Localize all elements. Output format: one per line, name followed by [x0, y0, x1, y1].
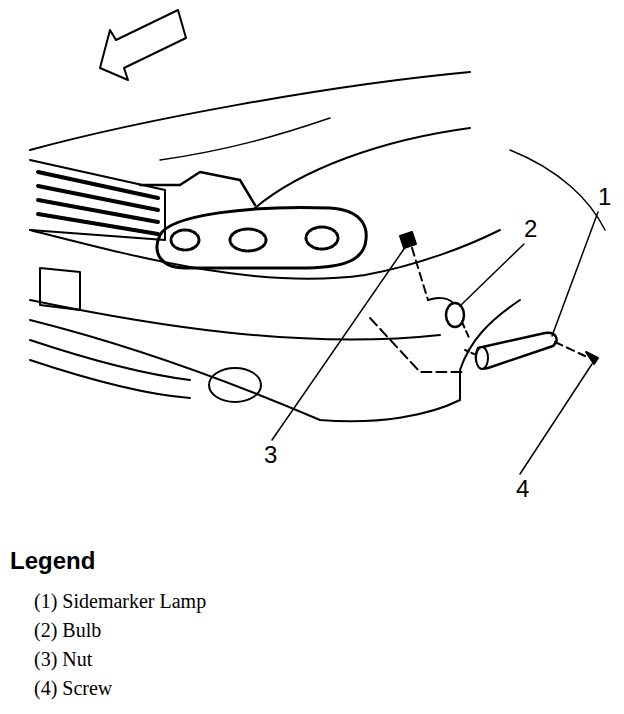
bumper-line	[30, 300, 440, 340]
bumper-lower	[30, 320, 460, 421]
grille-emblem	[140, 172, 255, 205]
assembly-line	[462, 322, 470, 340]
screw	[586, 352, 598, 364]
leader-lines	[272, 212, 598, 474]
callout-number: 1	[596, 184, 613, 210]
sidemarker-lamp	[476, 333, 557, 369]
assembly-line	[555, 342, 585, 356]
legend-entry: (1) Sidemarker Lamp	[34, 590, 206, 612]
callout-number: 2	[522, 216, 539, 242]
hood-crease	[160, 118, 330, 160]
headlamp-reflectors	[171, 227, 338, 251]
direction-arrow	[100, 10, 186, 80]
fender-line	[255, 128, 470, 208]
callout-number: 3	[262, 442, 279, 468]
fog-lamp	[209, 368, 261, 402]
legend-entry: (4) Screw	[34, 677, 112, 699]
bulb	[446, 303, 464, 327]
nut	[400, 232, 416, 248]
bumper-top	[30, 230, 500, 279]
assembly-line	[465, 350, 474, 354]
air-dam	[30, 340, 190, 380]
air-dam	[30, 360, 190, 398]
license-bracket	[40, 268, 80, 310]
legend-entry: (3) Nut	[34, 648, 92, 670]
lamp-socket	[476, 347, 488, 369]
grille-frame	[30, 160, 165, 240]
callout-number: 4	[514, 476, 531, 502]
legend-entry: (2) Bulb	[34, 619, 101, 641]
headlamp	[157, 207, 366, 268]
hood-line	[30, 72, 470, 150]
grille-bars	[38, 172, 158, 234]
legend-heading: Legend	[10, 548, 95, 574]
assembly-line	[412, 248, 428, 300]
